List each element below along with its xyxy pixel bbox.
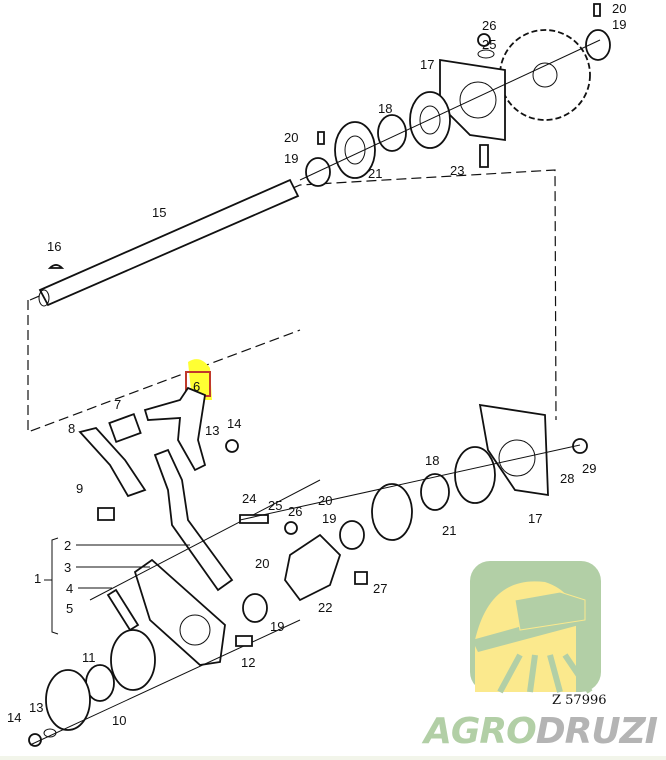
label: 7 <box>114 397 121 412</box>
label: 19 <box>270 619 284 634</box>
sprocket <box>499 29 591 121</box>
label: 1 <box>34 571 41 586</box>
label: 19 <box>284 151 298 166</box>
watermark-text: AGRODRUZI <box>424 711 658 752</box>
label: 12 <box>241 655 255 670</box>
label-highlighted[interactable]: 6 <box>193 379 200 394</box>
bearing-18b <box>420 473 450 511</box>
label: 25 <box>268 498 282 513</box>
label: 19 <box>322 511 336 526</box>
shaft-15 <box>38 178 300 307</box>
label: 23 <box>450 163 464 178</box>
label: 20 <box>612 1 626 16</box>
label: 18 <box>425 453 439 468</box>
flange-21b <box>334 121 376 179</box>
label: 10 <box>112 713 126 728</box>
plate-8 <box>78 426 147 498</box>
label: 9 <box>76 481 83 496</box>
label: 13 <box>205 423 219 438</box>
collar-19-top <box>585 29 611 61</box>
brand-part1: AGRO <box>424 711 537 752</box>
label: 15 <box>152 205 166 220</box>
flange-10b <box>45 669 91 731</box>
label: 26 <box>288 504 302 519</box>
arm-2 <box>153 448 234 592</box>
flange-21d <box>371 483 413 541</box>
label: 8 <box>68 421 75 436</box>
collar-19c <box>242 593 268 623</box>
label: 17 <box>420 57 434 72</box>
assembly-boundary <box>27 169 557 433</box>
bushing-7 <box>108 413 142 443</box>
label: 11 <box>82 650 96 665</box>
agrodruzi-logo <box>470 561 601 694</box>
label: 2 <box>64 538 71 553</box>
label: 25 <box>482 37 496 52</box>
label: 28 <box>560 471 574 486</box>
flange-21 <box>409 91 451 149</box>
brand-part2: DRUZI <box>535 711 658 752</box>
label: 18 <box>378 101 392 116</box>
flange-10 <box>110 629 156 691</box>
plate-4 <box>106 588 140 632</box>
label: 27 <box>373 581 387 596</box>
label: 20 <box>284 130 298 145</box>
label: 16 <box>47 239 61 254</box>
label: 21 <box>442 523 456 538</box>
label: 20 <box>318 493 332 508</box>
label: 20 <box>255 556 269 571</box>
bolt-24 <box>239 514 269 524</box>
bottom-strip <box>0 756 666 760</box>
label: 24 <box>242 491 256 506</box>
callout-labels: 26 25 20 19 17 18 20 19 21 23 15 16 6 7 … <box>7 1 626 728</box>
bracket-3 <box>133 558 226 666</box>
label: 4 <box>66 581 73 596</box>
label: 29 <box>582 461 596 476</box>
label: 17 <box>528 511 542 526</box>
label: 13 <box>29 700 43 715</box>
label: 14 <box>7 710 21 725</box>
flange-21c <box>454 446 496 504</box>
bearing-18 <box>377 114 407 152</box>
label: 5 <box>66 601 73 616</box>
collar-19b <box>339 520 365 550</box>
bracket-17 <box>478 403 549 497</box>
label: 21 <box>368 166 382 181</box>
drawing-code: Z 57996 <box>552 693 607 708</box>
arm-6 <box>143 386 207 472</box>
label: 22 <box>318 600 332 615</box>
label: 19 <box>612 17 626 32</box>
hub-22 <box>284 533 342 602</box>
label: 26 <box>482 18 496 33</box>
label: 3 <box>64 560 71 575</box>
label: 14 <box>227 416 241 431</box>
